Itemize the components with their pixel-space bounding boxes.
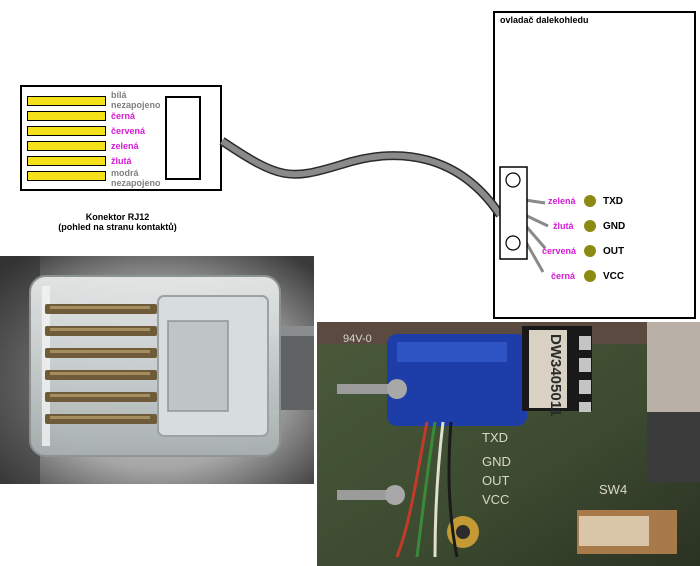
connector-caption: Konektor RJ12 (pohled na stranu kontaktů… [30,212,205,232]
wire-label-blue: modrá nezapojeno [111,168,161,188]
pin-wire-label: červená [542,246,577,256]
pin-wire-label: černá [551,271,576,281]
pin-signal-label: TXD [603,196,623,207]
split-wire [524,198,546,205]
rj12-pin [27,111,106,121]
rj12-pin [27,96,106,106]
pcb-switch-label: SW4 [599,482,627,497]
pcb-side-code: 94V-0 [343,333,372,345]
connector-screw-hole [505,172,521,188]
rj12-photo [0,256,314,484]
pin-wire-label: zelená [548,196,576,206]
pin-dot [584,220,596,232]
wire-label-yellow: žlutá [111,156,132,166]
wire-label-red: červená [111,126,146,136]
rj12-pin [27,171,106,181]
pin-signal-label: VCC [603,271,625,282]
pin-dot [584,195,596,207]
pcb-chip-label: DW3405011 [547,334,564,417]
rj12-pin [27,126,106,136]
connector-caption-title: Konektor RJ12 [85,212,150,222]
pin-wire-label: žlutá [553,221,574,231]
pcb-pin-gnd: GND [482,454,511,469]
rj12-pin [27,156,106,166]
connector-screw-hole [505,235,521,251]
wire-label-black: černá [111,111,136,121]
main-cable [219,137,504,218]
wire-color-name: modrá [111,168,139,178]
rj12-latch [165,96,201,180]
wire-color-name: bílá [111,90,127,100]
pin-signal-label: OUT [603,246,625,257]
rj12-pin [27,141,106,151]
pcb-photo: DW3405011 TXD GND OUT VCC SW4 94V-0 [317,322,700,566]
split-wire [524,213,549,228]
controller-title: ovladač dalekohledu [500,15,589,25]
wire-note: nezapojeno [111,100,161,110]
connector-caption-subtitle: (pohled na stranu kontaktů) [58,222,177,232]
pin-signal-label: GND [603,221,626,232]
wire-label-white: bílá nezapojeno [111,90,161,110]
controller-box [493,11,696,319]
pcb-pin-out: OUT [482,473,510,488]
pin-dot [584,270,596,282]
wire-label-green: zelená [111,141,139,151]
wire-note: nezapojeno [111,178,161,188]
pcb-pin-txd: TXD [482,430,508,445]
main-cable-core [220,138,503,217]
pcb-pin-vcc: VCC [482,492,509,507]
split-wire [523,224,547,249]
pin-dot [584,245,596,257]
